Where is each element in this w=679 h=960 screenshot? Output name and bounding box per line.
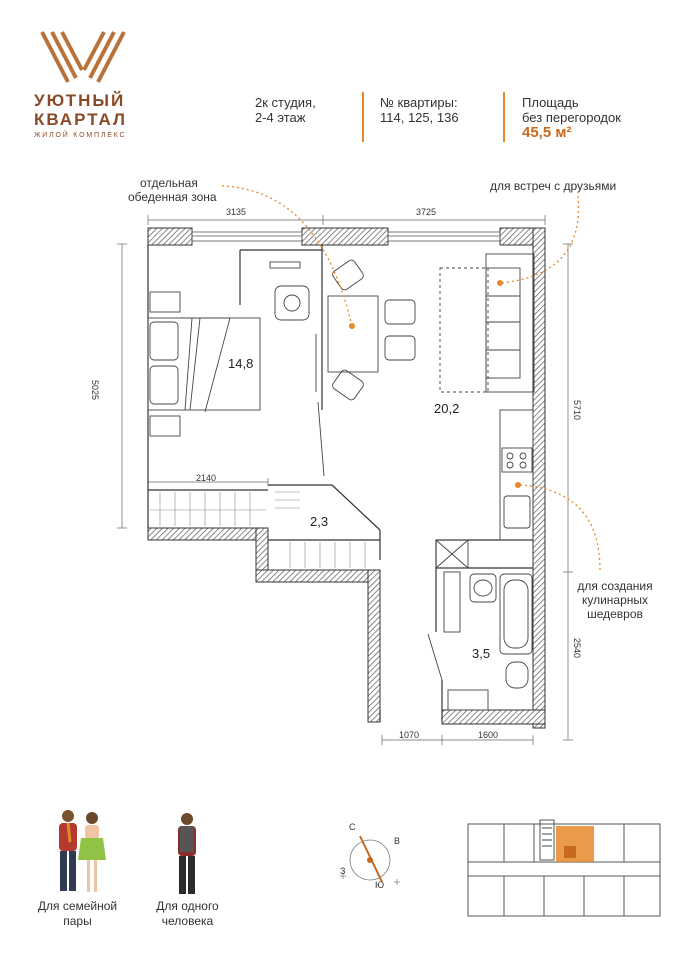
- apartment-numbers: № квартиры: 114, 125, 136: [380, 95, 459, 125]
- type-line1: 2к студия,: [255, 95, 316, 110]
- brand-line1: УЮТНЫЙ: [34, 91, 126, 110]
- family-line2: пары: [63, 914, 92, 928]
- couple-figure-icon: [59, 810, 106, 892]
- single-person-figure-icon: [178, 813, 196, 894]
- apt-label: № квартиры:: [380, 95, 458, 110]
- single-line1: Для одного: [156, 899, 219, 913]
- area-label1: Площадь: [522, 95, 579, 110]
- dining-line2: обеденная зона: [128, 190, 217, 204]
- dining-zone-annotation: отдельная обеденная зона: [128, 176, 217, 204]
- area-closet: 2,3: [310, 514, 329, 529]
- cooking-annotation: для создания кулинарных шедевров: [565, 579, 665, 621]
- apartment-type: 2к студия, 2-4 этаж: [255, 95, 316, 125]
- floor-key-plan: [467, 819, 661, 917]
- dim-left: 5025: [90, 380, 100, 401]
- dim-top-right: 3725: [416, 207, 437, 217]
- compass-east: В: [394, 836, 401, 846]
- area-value: 45,5 м²: [522, 124, 572, 141]
- area-bathroom: 3,5: [472, 646, 491, 661]
- apartment-area: Площадь без перегородок 45,5 м²: [522, 95, 621, 140]
- dim-bottom-right: 1600: [478, 730, 499, 740]
- floor-plan: [117, 185, 601, 745]
- area-bedroom: 14,8: [228, 356, 254, 371]
- stripes-v-logo-icon: [40, 31, 126, 83]
- dim-top-left: 3135: [226, 207, 247, 217]
- apt-numbers: 114, 125, 136: [380, 110, 459, 125]
- cooking-line2: кулинарных: [581, 593, 649, 607]
- dim-closet: 2140: [196, 473, 217, 483]
- compass-south: Ю: [375, 880, 385, 890]
- cooking-line1: для создания: [577, 579, 653, 593]
- single-caption: Для одного человека: [135, 899, 240, 929]
- area-living: 20,2: [434, 401, 460, 416]
- compass-rose-icon: [340, 835, 400, 885]
- dim-right-lower: 2540: [572, 638, 582, 659]
- single-line2: человека: [161, 914, 214, 928]
- family-line1: Для семейной: [37, 899, 118, 913]
- header-divider: [362, 92, 364, 142]
- dim-bottom-left: 1070: [399, 730, 420, 740]
- area-label2: без перегородок: [522, 110, 621, 125]
- compass-west: З: [340, 866, 346, 876]
- family-caption: Для семейной пары: [20, 899, 135, 929]
- dim-right: 5710: [572, 400, 582, 421]
- compass-north: С: [349, 822, 356, 832]
- brand-tagline: ЖИЛОЙ КОМПЛЕКС: [34, 132, 127, 139]
- header-divider: [503, 92, 505, 142]
- friends-annotation: для встреч с друзьями: [490, 179, 617, 193]
- dining-line1: отдельная: [140, 176, 198, 190]
- cooking-line3: шедевров: [587, 607, 643, 621]
- brand-line2: КВАРТАЛ: [34, 110, 127, 129]
- type-line2: 2-4 этаж: [255, 110, 306, 125]
